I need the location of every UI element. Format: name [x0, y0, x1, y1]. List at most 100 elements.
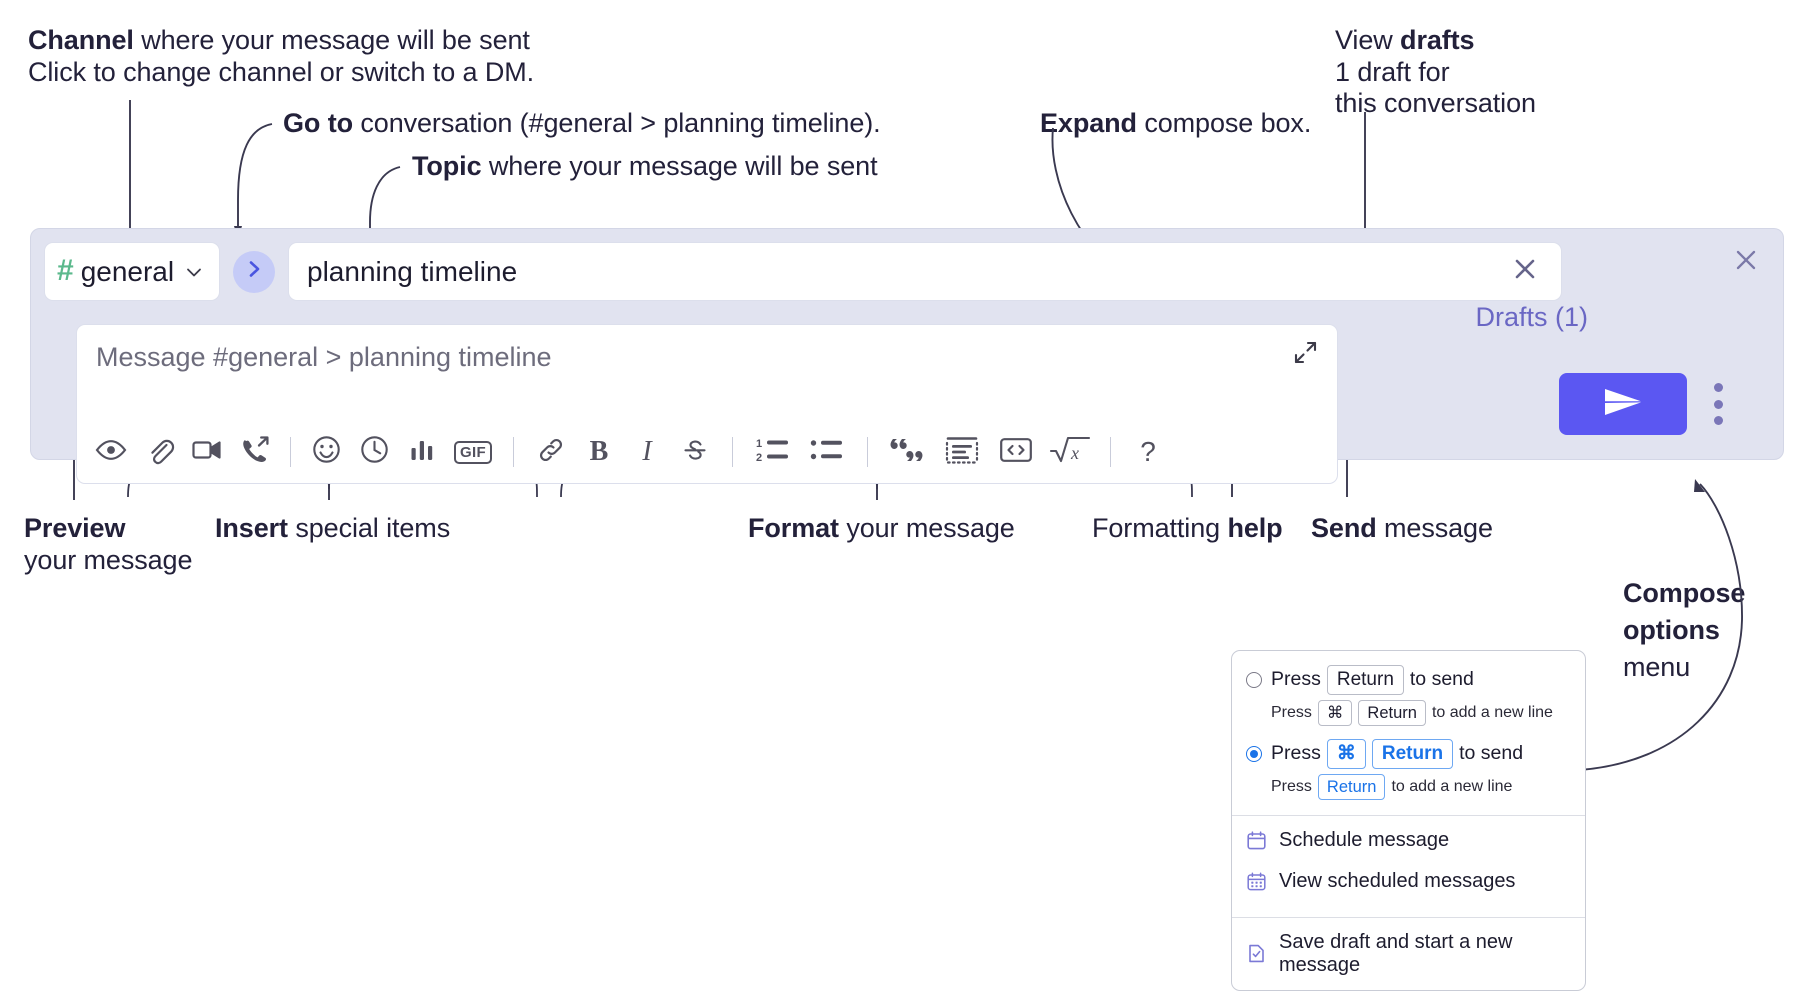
- square-root-x-icon: x: [1049, 434, 1091, 471]
- kbd-command: ⌘: [1317, 699, 1353, 726]
- menu-item-label: Schedule message: [1279, 828, 1450, 851]
- link-icon: [535, 434, 567, 471]
- close-icon: [1732, 246, 1760, 274]
- italic-button[interactable]: I: [623, 428, 671, 476]
- message-input-box[interactable]: Message #general > planning timeline: [76, 324, 1338, 484]
- math-button[interactable]: x: [1043, 428, 1097, 476]
- kbd-return: Return: [1371, 738, 1454, 769]
- code-block-button[interactable]: [935, 428, 989, 476]
- menu-divider: [1232, 916, 1585, 918]
- send-option-return-sub: Press ⌘ Return to add a new line: [1232, 695, 1585, 726]
- expand-compose-button[interactable]: [1287, 337, 1323, 373]
- video-camera-icon: [190, 433, 224, 472]
- radio-icon-selected[interactable]: [1246, 745, 1262, 762]
- annotation-drafts-sub2: this conversation: [1335, 88, 1536, 118]
- vertical-ellipsis-icon: [1713, 399, 1723, 409]
- radio-icon[interactable]: [1246, 671, 1262, 688]
- compose-options-button[interactable]: [1703, 383, 1733, 425]
- menu-item-view-scheduled[interactable]: View scheduled messages: [1232, 861, 1585, 902]
- svg-text:1: 1: [756, 438, 762, 450]
- help-button[interactable]: ?: [1124, 428, 1172, 476]
- blockquote-button[interactable]: [881, 428, 935, 476]
- expand-diagonal-icon: [1292, 339, 1319, 371]
- topic-value: planning timeline: [307, 255, 518, 287]
- ordered-list-button[interactable]: 1 2: [746, 428, 800, 476]
- question-mark-icon: ?: [1140, 436, 1156, 467]
- code-snippet-button[interactable]: [989, 428, 1043, 476]
- channel-selector[interactable]: # general: [44, 242, 220, 301]
- poll-button[interactable]: [398, 428, 446, 476]
- preview-button[interactable]: [87, 428, 135, 476]
- separator-5: [1110, 437, 1111, 467]
- compose-options-menu: Press Return to send Press ⌘ Return to a…: [1231, 650, 1586, 991]
- strikethrough-icon: [679, 434, 711, 471]
- menu-divider: [1232, 814, 1585, 816]
- send-option-return-label: Press Return to send: [1271, 665, 1474, 695]
- kbd-return: Return: [1326, 665, 1404, 695]
- goto-conversation-button[interactable]: [233, 250, 275, 293]
- draft-group: Save draft and start a new message: [1232, 918, 1585, 990]
- annotation-expand: Expand compose box.: [1040, 108, 1312, 138]
- annotation-help: Formatting help: [1092, 513, 1283, 543]
- drafts-link[interactable]: Drafts (1): [1475, 302, 1588, 332]
- annotation-topic: Topic where your message will be sent: [412, 151, 878, 181]
- separator-2: [513, 437, 514, 467]
- kbd-command: ⌘: [1326, 738, 1366, 769]
- menu-item-label: View scheduled messages: [1279, 869, 1516, 892]
- bullet-list-button[interactable]: [800, 428, 854, 476]
- phone-arrow-icon: [239, 434, 271, 471]
- menu-item-save-draft[interactable]: Save draft and start a new message: [1232, 922, 1585, 986]
- eye-icon: [94, 433, 128, 472]
- close-panel-button[interactable]: [1729, 243, 1763, 277]
- annotation-channel: Channel where your message will be sent: [28, 25, 530, 55]
- strikethrough-button[interactable]: [671, 428, 719, 476]
- vertical-ellipsis-icon: [1713, 383, 1723, 392]
- send-option-cmd-return[interactable]: Press ⌘ Return to send: [1232, 738, 1585, 769]
- annotation-drafts: View drafts: [1335, 25, 1475, 55]
- send-option-cmd-return-sub: Press Return to add a new line: [1232, 769, 1585, 800]
- video-clip-button[interactable]: [183, 428, 231, 476]
- bold-button[interactable]: B: [575, 428, 623, 476]
- send-button[interactable]: [1559, 373, 1687, 435]
- attach-button[interactable]: [135, 428, 183, 476]
- separator-3: [732, 437, 733, 467]
- annotation-preview-sub: your message: [24, 545, 193, 575]
- send-paper-plane-icon: [1600, 385, 1646, 424]
- formatting-toolbar: GIF B I: [77, 421, 1339, 483]
- chevron-down-icon: [183, 261, 205, 283]
- annotation-send: Send message: [1311, 513, 1493, 543]
- separator-1: [290, 437, 291, 467]
- code-brackets-icon: [999, 435, 1033, 470]
- link-button[interactable]: [527, 428, 575, 476]
- calendar-clock-icon: [1246, 830, 1267, 851]
- annotation-compose-options: Compose options menu: [1623, 578, 1746, 682]
- gif-icon: GIF: [454, 440, 492, 464]
- paperclip-icon: [143, 434, 175, 471]
- vertical-ellipsis-icon: [1713, 416, 1723, 425]
- emoji-button[interactable]: [302, 428, 350, 476]
- menu-item-schedule-message[interactable]: Schedule message: [1232, 820, 1585, 861]
- svg-text:2: 2: [756, 452, 762, 464]
- audio-clip-button[interactable]: [231, 428, 279, 476]
- menu-item-label: Save draft and start a new message: [1279, 930, 1513, 976]
- italic-icon: I: [642, 436, 652, 467]
- send-option-return[interactable]: Press Return to send: [1232, 665, 1585, 695]
- hash-icon: #: [57, 253, 74, 287]
- clock-icon: [358, 433, 391, 471]
- gif-button[interactable]: GIF: [446, 428, 500, 476]
- reminder-button[interactable]: [350, 428, 398, 476]
- bold-icon: B: [589, 436, 609, 467]
- annotation-goto: Go to conversation (#general > planning …: [283, 108, 881, 138]
- kbd-return: Return: [1358, 699, 1426, 726]
- annotation-channel-sub: Click to change channel or switch to a D…: [28, 57, 535, 87]
- topic-input[interactable]: planning timeline: [288, 242, 1562, 301]
- quote-icon: [889, 435, 927, 470]
- send-option-cmd-return-label: Press ⌘ Return to send: [1271, 738, 1523, 769]
- clear-topic-button[interactable]: [1505, 252, 1545, 292]
- code-block-icon: [945, 435, 979, 470]
- kbd-return: Return: [1317, 773, 1386, 800]
- schedule-group: Schedule message: [1232, 816, 1585, 906]
- smiley-icon: [310, 433, 343, 471]
- message-placeholder: Message #general > planning timeline: [96, 342, 552, 372]
- document-check-icon: [1246, 943, 1267, 964]
